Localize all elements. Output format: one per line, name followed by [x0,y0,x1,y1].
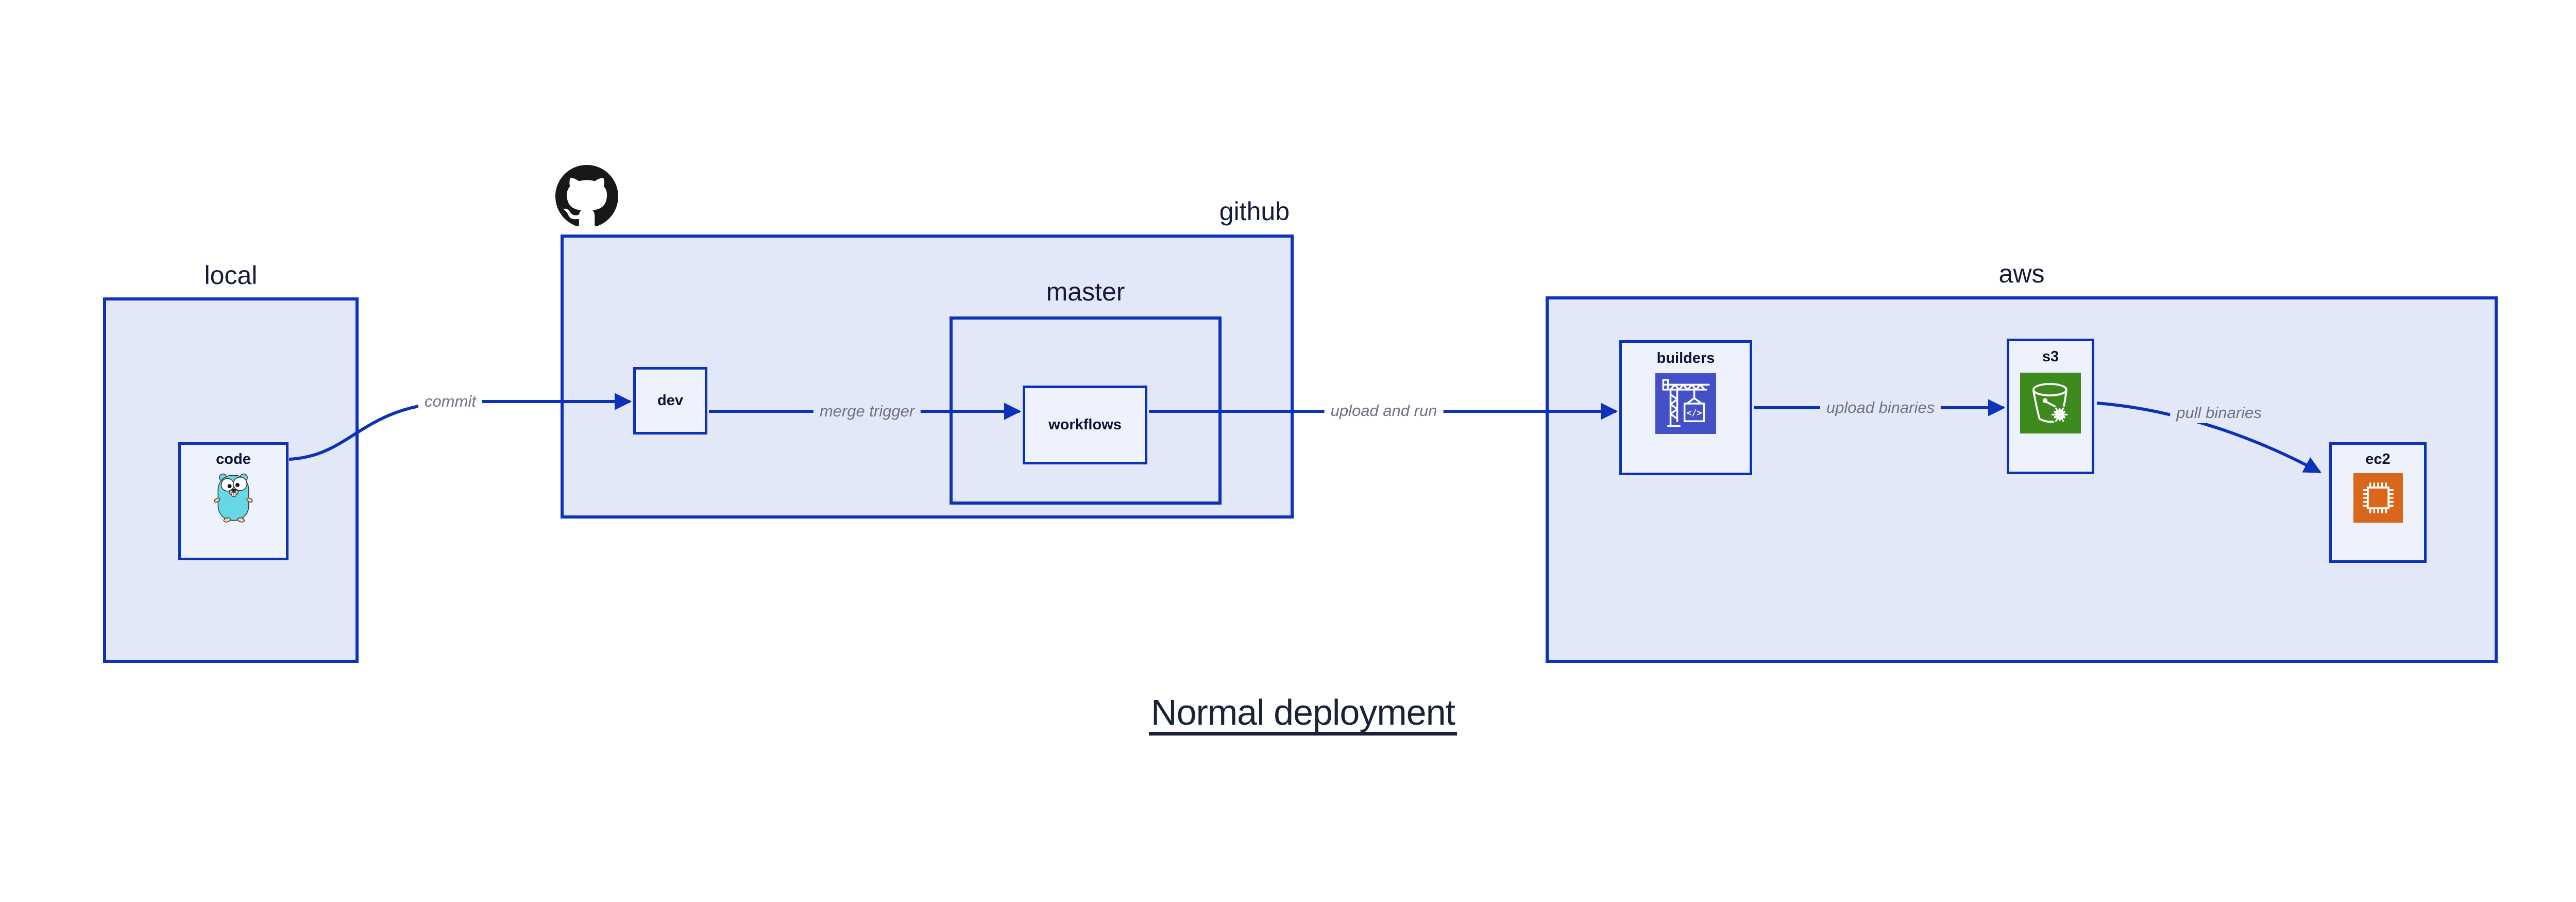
edge-label-merge-trigger: merge trigger [813,401,921,422]
go-gopher-icon [214,473,253,523]
node-label-code: code [216,451,251,467]
node-label-builders: builders [1656,350,1715,366]
node-label-dev: dev [657,392,683,409]
node-ec2: ec2 [2329,442,2427,563]
node-workflows: workflows [1023,386,1147,464]
node-s3: s3 [2007,339,2094,474]
cluster-label-master: master [1046,277,1125,306]
page-title: Normal deployment [1149,694,1457,736]
cluster-label-local: local [204,261,258,290]
ec2-chip-icon [2353,473,2403,523]
node-label-s3: s3 [2042,348,2059,365]
codebuild-crane-icon: </> [1655,373,1716,434]
code-glyph: </> [1687,408,1702,418]
node-code: code [178,442,289,560]
edge-label-pull-binaries: pull binaries [2170,403,2268,423]
node-builders: builders </> [1619,340,1752,475]
node-label-ec2: ec2 [2365,451,2391,467]
edge-label-upload-and-run: upload and run [1324,400,1444,421]
edge-label-commit: commit [418,391,482,412]
node-dev: dev [633,367,707,435]
github-octocat-icon [555,165,618,226]
edge-label-upload-binaries: upload binaries [1820,397,1941,418]
edge-pull-binaries [2096,402,2321,474]
s3-bucket-icon [2020,373,2081,433]
cluster-label-github: github [1219,197,1290,226]
cluster-label-aws: aws [1998,259,2045,288]
node-label-workflows: workflows [1048,416,1122,433]
